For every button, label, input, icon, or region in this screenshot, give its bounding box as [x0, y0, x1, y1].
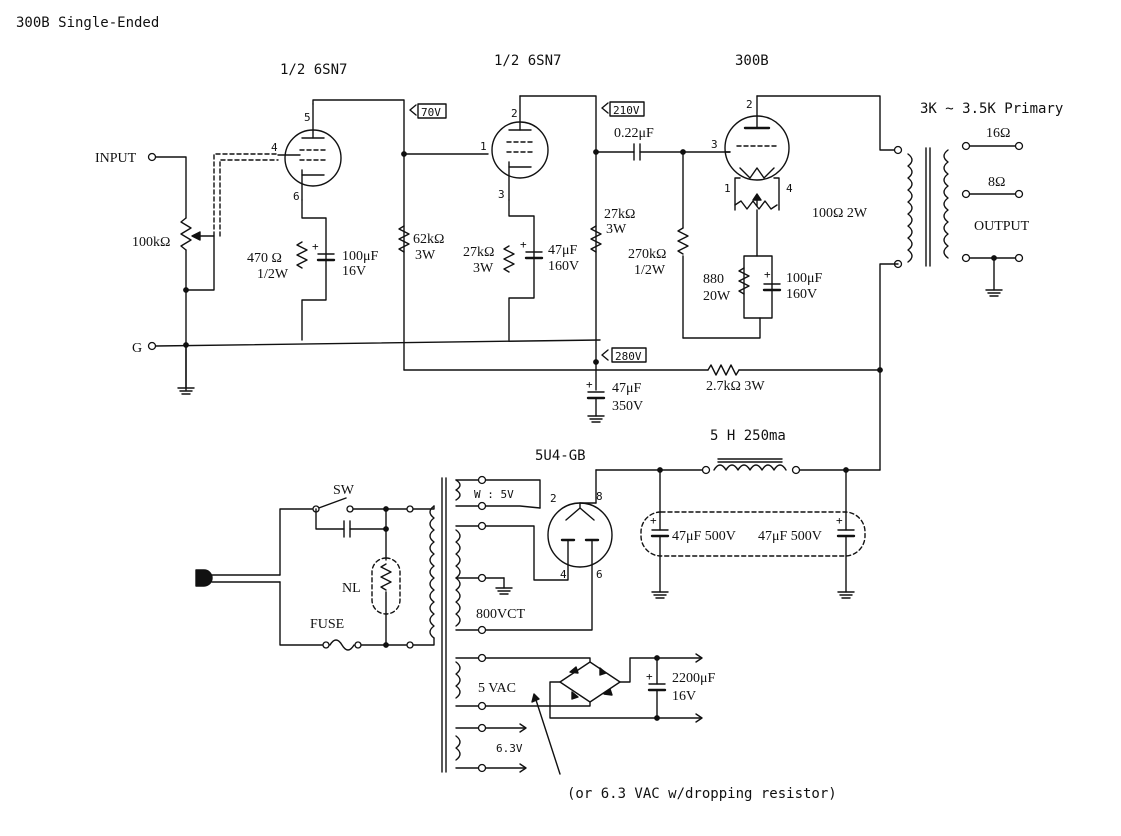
svg-text:+: +	[586, 378, 593, 391]
v1-pin-cathode: 6	[293, 190, 300, 203]
b-plus-voltage: 280V	[615, 350, 642, 363]
c-47uF-cath-volt: 160V	[548, 259, 579, 274]
r-62k-watt: 3W	[415, 248, 436, 263]
vac5-label: 5 VAC	[478, 681, 516, 696]
v2-pin-plate: 2	[511, 107, 518, 120]
c-100uF-v1-volt: 16V	[342, 264, 366, 279]
v1-pin-plate: 5	[304, 111, 311, 124]
output-common-terminal	[1014, 253, 1024, 263]
choke-label: 5 H 250ma	[710, 428, 786, 444]
output-8ohm-terminal	[1014, 189, 1024, 199]
v2-pin-grid: 1	[480, 140, 487, 153]
tube-label-v2: 1/2 6SN7	[494, 53, 561, 69]
r-27k-cath-watt: 3W	[473, 261, 494, 276]
v3-pin-f2: 4	[786, 182, 793, 195]
power-transformer	[429, 475, 593, 773]
fuse-label: FUSE	[310, 617, 344, 632]
tap-16-label: 16Ω	[986, 126, 1010, 141]
input-section: INPUT 100kΩ G	[95, 151, 601, 395]
svg-text:+: +	[312, 240, 319, 253]
tube-label-v3: 300B	[735, 53, 769, 69]
c-100uF-v3-label: 100μF	[786, 271, 823, 286]
svg-text:+: +	[650, 514, 657, 527]
svg-text:+: +	[646, 670, 653, 683]
c-47uF-cath-label: 47μF	[548, 243, 578, 258]
r-880-label: 880	[703, 272, 724, 287]
v3-pin-plate: 2	[746, 98, 753, 111]
v3-pin-f1: 1	[724, 182, 731, 195]
svg-text:+: +	[764, 268, 771, 281]
c-47uF-350-volt: 350V	[612, 399, 643, 414]
input-terminal	[147, 152, 157, 162]
v2-plate-voltage: 210V	[613, 104, 640, 117]
r-880-watt: 20W	[703, 289, 731, 304]
c-2200uF-volt: 16V	[672, 689, 696, 704]
rectifier-label: 5U4-GB	[535, 448, 586, 464]
r-62k-label: 62kΩ	[413, 232, 444, 247]
v1-pin-grid: 4	[271, 141, 278, 154]
ground-symbol-input	[177, 387, 195, 395]
neon-label: NL	[342, 581, 361, 596]
hum-pot-label: 100Ω 2W	[812, 206, 868, 221]
diagram-title: 300B Single-Ended	[16, 15, 159, 31]
transformer-primary-label: 3K ~ 3.5K Primary	[920, 101, 1063, 117]
switch-label: SW	[333, 483, 355, 498]
vac63-label: 6.3V	[496, 742, 523, 755]
mains-input	[195, 497, 435, 651]
r-2k7-label: 2.7kΩ 3W	[706, 379, 765, 394]
tube-v1: 5 4 6	[271, 103, 342, 203]
r-27k-plate-label: 27kΩ	[604, 207, 635, 222]
tube-label-v1: 1/2 6SN7	[280, 62, 347, 78]
c-100uF-v3-volt: 160V	[786, 287, 817, 302]
v2-pin-cathode: 3	[498, 188, 505, 201]
rect-pin-2: 2	[550, 492, 557, 505]
c-47uF-500-a: 47μF 500V	[672, 529, 736, 544]
c-47uF-500-b: 47μF 500V	[758, 529, 822, 544]
tube-v2: 2 1 3	[480, 95, 549, 201]
r-27k-plate-watt: 3W	[606, 222, 627, 237]
tap-8-label: 8Ω	[988, 175, 1005, 190]
ground-terminal	[147, 341, 157, 351]
input-label: INPUT	[95, 151, 137, 166]
output-label: OUTPUT	[974, 219, 1030, 234]
filament-note: (or 6.3 VAC w/dropping resistor)	[567, 786, 837, 802]
rect-pin-4: 4	[560, 568, 567, 581]
rect-pin-8: 8	[596, 490, 603, 503]
svg-text:+: +	[836, 514, 843, 527]
ground-label: G	[132, 341, 142, 356]
output-16ohm-terminal	[1014, 141, 1024, 151]
c-47uF-350-label: 47μF	[612, 381, 642, 396]
volume-pot-label: 100kΩ	[132, 235, 170, 250]
r-470-watt: 1/2W	[257, 267, 289, 282]
r-270k-label: 270kΩ	[628, 247, 666, 262]
w5v-label: W : 5V	[474, 488, 514, 501]
c-100uF-v1-label: 100μF	[342, 249, 379, 264]
c-2200uF-label: 2200μF	[672, 671, 716, 686]
v1-plate-voltage: 70V	[421, 106, 441, 119]
cap-100uF-v1: +	[312, 240, 336, 262]
volume-pot	[180, 217, 192, 251]
bridge-rectifier: +	[485, 653, 703, 723]
rect-pin-6: 6	[596, 568, 603, 581]
tube-v3: 2 3 1 4	[711, 95, 793, 195]
r-470-label: 470 Ω	[247, 251, 282, 266]
r-270k-watt: 1/2W	[634, 263, 666, 278]
v3-pin-grid: 3	[711, 138, 718, 151]
choke	[701, 458, 801, 475]
filter-caps: + +	[640, 469, 866, 599]
coupling-cap-label: 0.22μF	[614, 126, 654, 141]
svg-text:+: +	[520, 238, 527, 251]
r-27k-cath-label: 27kΩ	[463, 245, 494, 260]
tube-rectifier: 2 8 4 6	[547, 490, 613, 581]
hv-label: 800VCT	[476, 607, 525, 622]
